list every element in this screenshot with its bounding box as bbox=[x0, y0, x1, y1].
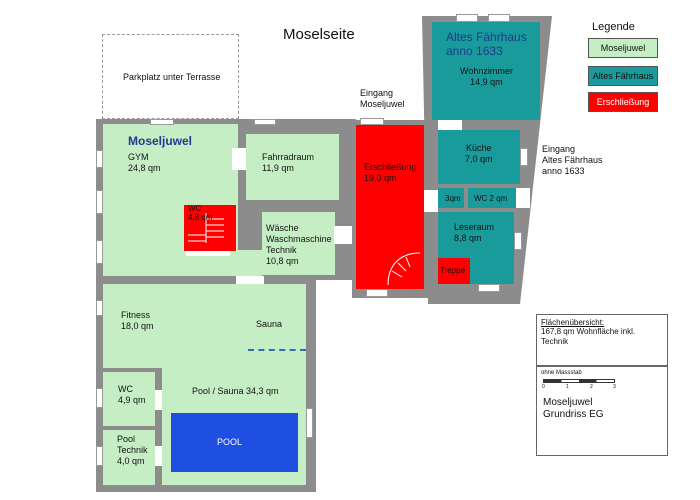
window bbox=[514, 232, 522, 250]
sauna-glass bbox=[248, 349, 306, 351]
room-label-wc: WC 4,9 qm bbox=[118, 384, 146, 405]
window bbox=[306, 408, 313, 438]
door bbox=[232, 148, 246, 170]
room-label-fahrradraum: Fahrradraum 11,9 qm bbox=[262, 152, 315, 173]
room-label-flur: 3qm bbox=[445, 194, 461, 203]
room-label-sauna: Sauna bbox=[256, 319, 283, 329]
scale-tick: 1 bbox=[566, 384, 569, 390]
room-kueche bbox=[438, 130, 520, 184]
window bbox=[96, 150, 103, 168]
page-title: Moselseite bbox=[283, 26, 355, 43]
room-label-leseraum: Leseraum 8,8 qm bbox=[454, 222, 495, 243]
room-label-pool-sauna: Pool / Sauna 34,3 qm bbox=[192, 386, 279, 396]
scale-tick: 0 bbox=[542, 384, 545, 390]
door bbox=[438, 120, 462, 130]
window bbox=[520, 148, 528, 166]
window bbox=[478, 284, 500, 292]
window bbox=[96, 446, 103, 466]
scale-tick: 3 bbox=[613, 384, 616, 390]
room-wc-small bbox=[184, 205, 236, 251]
door bbox=[186, 251, 230, 256]
window bbox=[96, 240, 103, 264]
room-label-gym: GYM 24,8 qm bbox=[128, 152, 161, 173]
room-label-wc-faehrhaus: WC 2 qm bbox=[474, 194, 508, 203]
room-label-wohnzimmer: Wohnzimmer 14,9 qm bbox=[460, 66, 513, 87]
room-wc-faehrhaus bbox=[468, 188, 516, 208]
window bbox=[254, 119, 276, 125]
legend-item-moseljuwel: Moseljuwel bbox=[588, 38, 658, 58]
door bbox=[236, 276, 264, 284]
window bbox=[488, 14, 510, 22]
area-overview-text: 167,8 qm Wohnfläche inkl. Technik bbox=[541, 327, 636, 346]
room-treppe bbox=[438, 258, 470, 284]
plan-title: Moseljuwel Grundriss EG bbox=[543, 397, 604, 420]
parking-area bbox=[102, 34, 239, 119]
window bbox=[150, 119, 174, 125]
door bbox=[516, 188, 530, 208]
stair-icon bbox=[387, 252, 421, 286]
window bbox=[456, 14, 478, 22]
room-waesche bbox=[262, 212, 335, 275]
room-erschliessung bbox=[356, 125, 424, 289]
scale-tick: 2 bbox=[590, 384, 593, 390]
scale-bar bbox=[543, 379, 615, 383]
window bbox=[96, 190, 103, 214]
window bbox=[96, 300, 103, 316]
area-overview-title: Flächenübersicht: bbox=[541, 318, 605, 327]
section-title-moseljuwel: Moseljuwel bbox=[128, 134, 193, 148]
section-title-faehrhaus: Altes Fährhaus anno 1633 bbox=[446, 30, 527, 58]
stair-icon bbox=[188, 213, 224, 243]
lower-right-wall bbox=[310, 280, 316, 492]
door bbox=[424, 190, 438, 212]
door bbox=[334, 226, 356, 244]
room-label-pool-technik: Pool Technik 4,0 qm bbox=[117, 434, 148, 466]
room-wohnzimmer bbox=[432, 22, 540, 120]
room-corridor bbox=[238, 250, 262, 276]
parking-label: Parkplatz unter Terrasse bbox=[123, 72, 221, 82]
door bbox=[155, 446, 162, 466]
area-overview-panel: Flächenübersicht: 167,8 qm Wohnfläche in… bbox=[536, 314, 668, 366]
legend-title: Legende bbox=[592, 21, 635, 33]
pool-basin bbox=[171, 413, 298, 472]
window bbox=[96, 388, 103, 408]
room-fahrradraum bbox=[246, 134, 339, 200]
scale-label: ohne Massstab bbox=[541, 370, 582, 376]
title-block-panel: ohne Massstab 0 1 2 3 Moseljuwel Grundri… bbox=[536, 366, 668, 456]
room-wc bbox=[103, 372, 155, 426]
room-label-erschliessung: Erschließung 19,0 qm bbox=[364, 162, 417, 183]
entrance-moseljuwel-label: Eingang Moseljuwel bbox=[360, 88, 405, 109]
legend-item-erschliessung: Erschließung bbox=[588, 92, 658, 112]
room-label-waesche: Wäsche Waschmaschine Technik 10,8 qm bbox=[266, 223, 332, 266]
room-label-kueche: Küche 7,0 qm bbox=[465, 143, 493, 164]
room-flur bbox=[438, 188, 464, 208]
window bbox=[360, 118, 384, 125]
room-fitness-connector bbox=[228, 284, 306, 352]
entrance-faehrhaus-label: Eingang Altes Fährhaus anno 1633 bbox=[542, 144, 603, 176]
room-label-fitness: Fitness 18,0 qm bbox=[121, 310, 154, 331]
room-label-wc-small: WC 4,8 qm bbox=[188, 204, 213, 222]
window bbox=[366, 289, 388, 297]
pool-label: POOL bbox=[217, 437, 243, 447]
room-pool-technik bbox=[103, 430, 155, 485]
door bbox=[155, 390, 162, 410]
room-label-treppe: Treppe bbox=[440, 266, 466, 275]
notch-blank bbox=[316, 280, 356, 492]
legend-item-faehrhaus: Altes Fährhaus bbox=[588, 66, 658, 86]
